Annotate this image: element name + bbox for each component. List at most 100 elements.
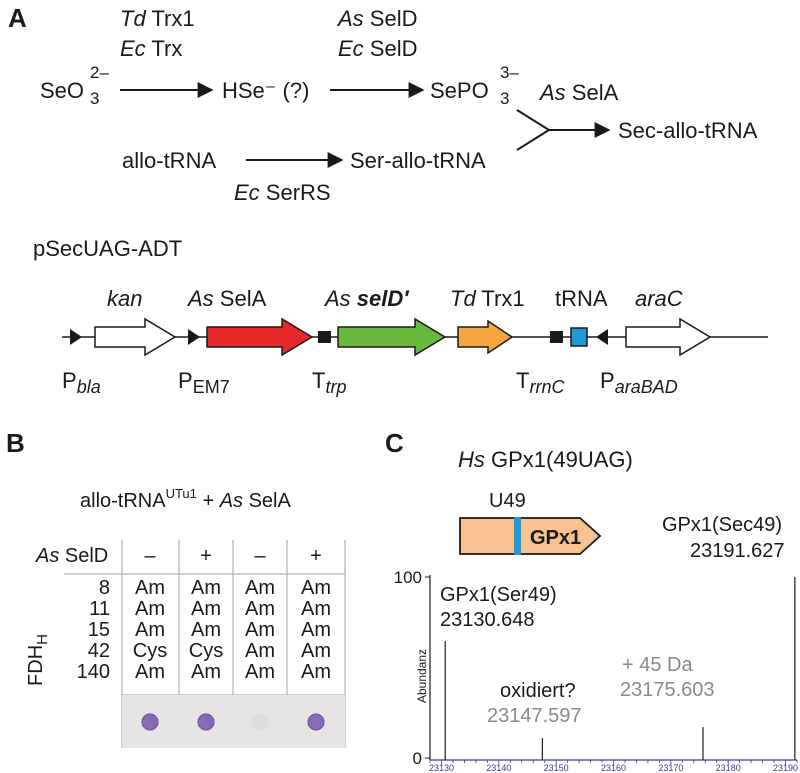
construct-site-label: U49 — [489, 490, 526, 512]
sepo3-subscript: 3 — [500, 89, 509, 108]
label-t-trp: Ttrp — [312, 368, 346, 397]
table-cell: Am — [191, 577, 221, 599]
y-axis-label: Abundanz — [415, 649, 429, 703]
gene-kan — [94, 317, 177, 357]
promoter-em7 — [188, 329, 200, 345]
annot-ser-mass: 23130.648 — [440, 609, 535, 631]
selenite-charge: 2– — [90, 63, 109, 82]
sepo3-charge: 3– — [500, 63, 519, 82]
table-cell: Am — [191, 661, 221, 683]
x-tick-label: 23180 — [716, 763, 741, 773]
table-cell: Am — [135, 577, 165, 599]
row-label: 8 — [99, 577, 110, 599]
table-cell: Am — [191, 598, 221, 620]
x-tick-label: 23170 — [658, 763, 683, 773]
gene-trx1 — [457, 319, 514, 355]
table-cell: Cys — [133, 640, 167, 662]
annot-plus45-name: + 45 Da — [622, 654, 693, 676]
table-cell: Am — [135, 619, 165, 641]
table-cell: Am — [301, 598, 331, 620]
gene-label-arac: araC — [635, 286, 683, 311]
y-tick-0: 0 — [413, 749, 422, 768]
panel-c: C Hs GPx1(49UAG) U49 GPx1 100 0 Abundanz… — [385, 428, 798, 773]
label-p-arabad: ParaBAD — [600, 368, 678, 397]
label-p-bla: Pbla — [62, 368, 101, 397]
table-cell: Am — [135, 598, 165, 620]
growth-spot — [307, 713, 325, 731]
plasmid-name: pSecUAG-ADT — [33, 236, 182, 261]
table-cell: Am — [301, 640, 331, 662]
x-tick-label: 23140 — [486, 763, 511, 773]
label-t-rrnc: TrrnC — [516, 368, 565, 397]
panel-b-title: allo-tRNAUTu1 + As SelA — [80, 486, 291, 512]
table-cell: Am — [245, 598, 275, 620]
panel-label-a: A — [8, 3, 27, 33]
gene-label-trx1: Td Trx1 — [450, 286, 525, 311]
panel-label-b: B — [6, 428, 25, 458]
annot-sec-mass: 23191.627 — [690, 540, 785, 562]
y-tick-100: 100 — [394, 568, 422, 587]
gene-label-seld: As selD′ — [323, 286, 410, 311]
x-tick-label: 23160 — [601, 763, 626, 773]
table-cell: Am — [301, 661, 331, 683]
table-cell: Am — [191, 619, 221, 641]
column-header: + — [200, 545, 212, 567]
gene-sela — [206, 317, 314, 357]
annot-plus45-mass: 23175.603 — [620, 679, 715, 701]
column-header: – — [254, 545, 266, 567]
enzyme-ec-serrs: Ec SerRS — [234, 180, 331, 205]
table-cell: Am — [301, 619, 331, 641]
promoter-arabad — [596, 329, 608, 345]
label-p-em7: PEM7 — [178, 368, 230, 397]
row-label: 42 — [88, 640, 110, 662]
allo-trna: allo-tRNA — [122, 148, 216, 173]
table-cell: Am — [245, 619, 275, 641]
annot-oxid-name: oxidiert? — [500, 680, 576, 702]
annot-oxid-mass: 23147.597 — [487, 705, 582, 727]
table-cell: Am — [245, 661, 275, 683]
gene-label-sela: As SelA — [186, 286, 267, 311]
enzyme-ec-seld: Ec SelD — [338, 36, 417, 61]
construct-gene-label: GPx1 — [530, 527, 581, 549]
terminator-trp — [318, 331, 331, 343]
terminator-rrnc — [550, 331, 563, 343]
sec-allo-trna: Sec-allo-tRNA — [618, 118, 758, 143]
merge-lines — [516, 109, 551, 151]
promoter-bla — [70, 329, 82, 345]
selenophosphate: SePO — [430, 78, 489, 103]
ser-allo-trna: Ser-allo-tRNA — [350, 148, 486, 173]
gene-label-trna: tRNA — [555, 286, 608, 311]
annot-sec-name: GPx1(Sec49) — [662, 514, 782, 536]
no-growth-spot — [251, 713, 269, 731]
enzyme-as-seld: As SelD — [336, 6, 417, 31]
construct-gpx1 — [459, 517, 602, 555]
column-header: – — [144, 545, 156, 567]
table-cell: Cys — [189, 640, 223, 662]
panel-c-title: Hs GPx1(49UAG) — [458, 447, 633, 472]
enzyme-td-trx1: Td Trx1 — [120, 6, 195, 31]
construct-u49-marker — [514, 517, 521, 555]
selenite-subscript: 3 — [90, 89, 99, 108]
gene-seld — [337, 317, 447, 357]
x-tick-label: 23190 — [773, 763, 798, 773]
growth-spot — [197, 713, 215, 731]
column-header: + — [310, 545, 322, 567]
row-header-seld: As SelD — [35, 545, 108, 567]
table-cell: Am — [245, 577, 275, 599]
x-tick-label: 23150 — [544, 763, 569, 773]
gene-label-kan: kan — [107, 286, 142, 311]
enzyme-as-sela: As SelA — [538, 80, 619, 105]
panel-label-c: C — [385, 428, 404, 458]
annot-ser-name: GPx1(Ser49) — [440, 584, 557, 606]
table-cell: Am — [135, 661, 165, 683]
row-label: 140 — [77, 661, 110, 683]
row-label: 11 — [89, 598, 110, 620]
fdh-axis-label: FDHH — [25, 634, 51, 686]
enzyme-ec-trx: Ec Trx — [120, 36, 182, 61]
gene-trna — [570, 327, 588, 347]
hse: HSe⁻ (?) — [222, 78, 309, 103]
table-cell: Am — [301, 577, 331, 599]
selenite: SeO — [40, 78, 84, 103]
